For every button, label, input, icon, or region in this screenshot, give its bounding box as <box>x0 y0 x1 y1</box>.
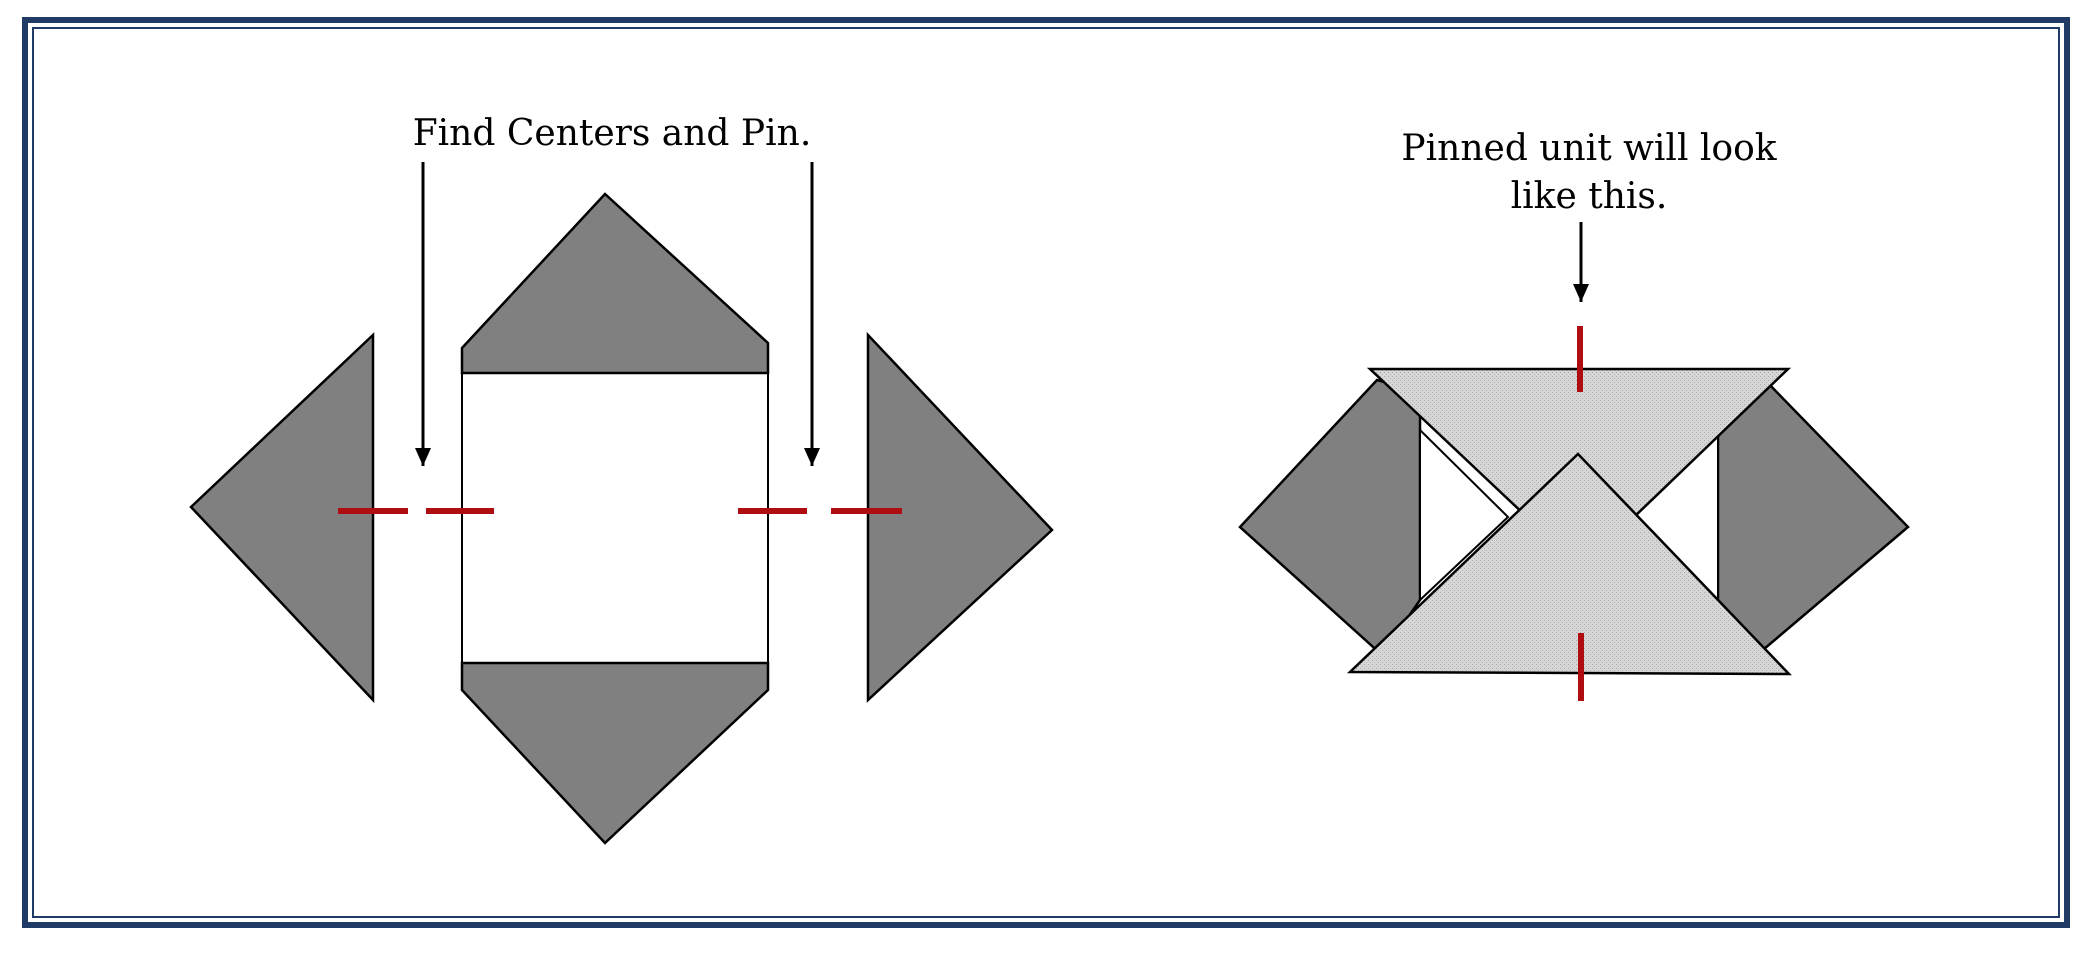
pinned-right-triangle <box>1716 378 1910 657</box>
right-arrow-head <box>1573 284 1589 302</box>
left-caption: Find Centers and Pin. <box>413 113 812 154</box>
right-caption-line-1: Pinned unit will look <box>1401 128 1777 169</box>
inner-frame <box>32 27 2060 918</box>
bottom-triangle <box>460 661 770 845</box>
outer-frame <box>22 17 2070 928</box>
left-arrow-1-head <box>415 448 431 466</box>
right-panel: Pinned unit will look like this. <box>1238 128 1910 701</box>
left-side-triangle <box>189 332 375 704</box>
left-panel: Find Centers and Pin. <box>189 113 1054 845</box>
right-caption-line-2: like this. <box>1511 176 1668 217</box>
pinned-left-triangle <box>1238 378 1422 657</box>
left-gap <box>1419 427 1510 603</box>
right-side-triangle <box>866 331 1054 703</box>
top-triangle <box>460 192 770 375</box>
center-square <box>461 372 769 664</box>
left-arrow-2-head <box>804 448 820 466</box>
pinned-bottom-triangle <box>1346 452 1792 676</box>
